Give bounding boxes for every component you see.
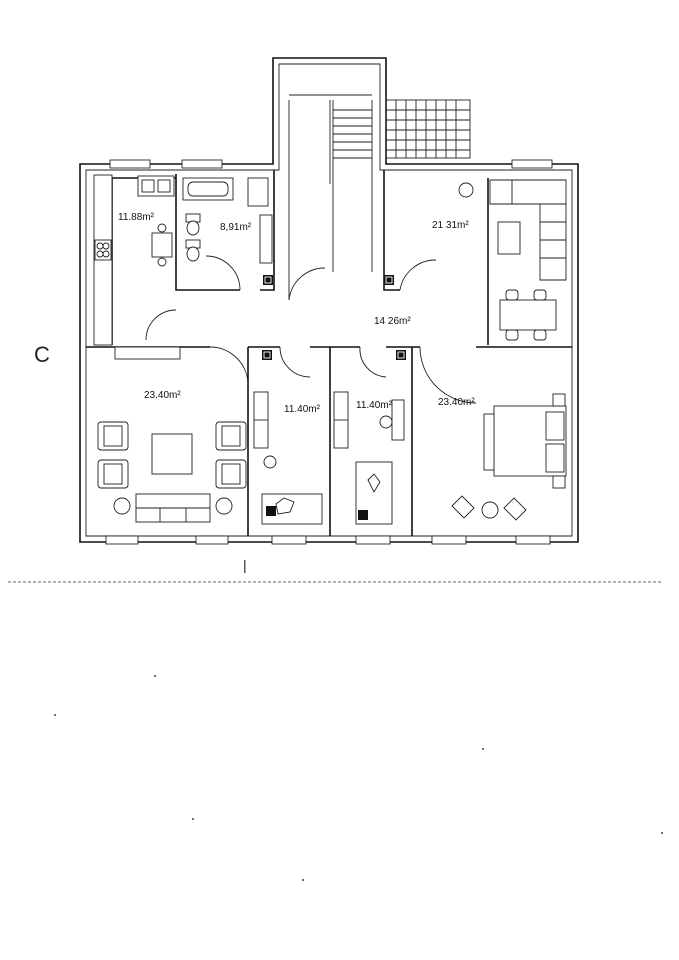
- room-a-furniture: [253, 391, 323, 525]
- room-area-living-right: 21 31m²: [432, 220, 469, 231]
- shaft-markers: [262, 275, 406, 360]
- living-right-furniture: [458, 179, 567, 341]
- scan-specks: [54, 675, 663, 881]
- room-b-furniture: [333, 391, 405, 525]
- room-area-kitchen: 11.88m²: [118, 212, 155, 223]
- room-area-bedroom: 23.40m²: [438, 397, 475, 408]
- bottom-mark: |: [243, 557, 247, 573]
- windows: [105, 159, 553, 545]
- room-area-living-left: 23.40m²: [144, 390, 181, 401]
- room-area-room-a: 11.40m²: [284, 404, 321, 415]
- room-area-room-b: 11.40m²: [356, 400, 393, 411]
- living-left-furniture: [97, 346, 247, 523]
- bathroom-fixtures: [182, 177, 273, 264]
- room-area-hallway: 14 26m²: [374, 316, 411, 327]
- kitchen-fixtures: [93, 174, 175, 346]
- room-labels: 11.88m² 8,91m² 21 31m² 14 26m² 23.40m² 1…: [118, 212, 475, 415]
- stairwell: [288, 94, 373, 300]
- side-mark: C: [34, 342, 50, 367]
- bedroom-furniture: [451, 393, 567, 521]
- balcony: [385, 99, 471, 159]
- room-area-bathroom: 8,91m²: [220, 222, 252, 233]
